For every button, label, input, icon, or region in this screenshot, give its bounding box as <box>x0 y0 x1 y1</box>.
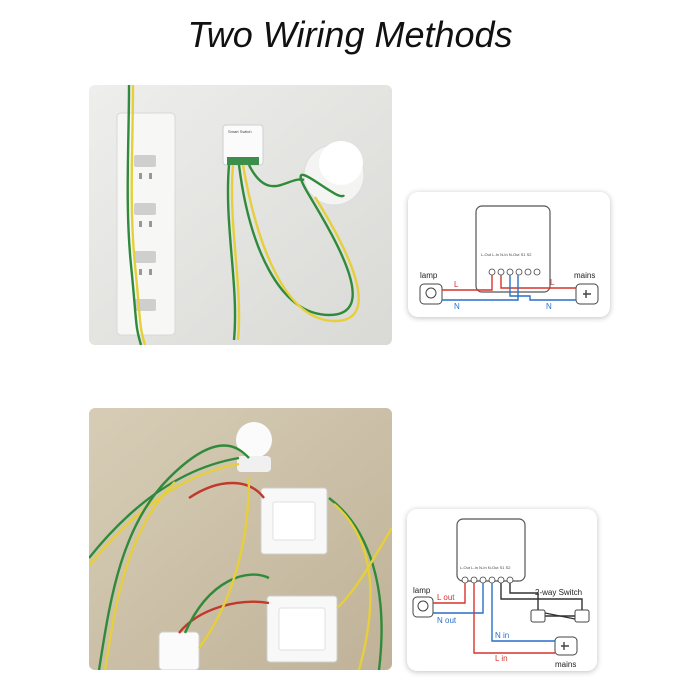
switch-label: 2-way Switch <box>535 588 582 597</box>
label-l-left: L <box>454 280 459 289</box>
lamp-icon <box>412 596 434 618</box>
label-l-in: L in <box>495 654 508 663</box>
label-n-out: N out <box>437 616 457 625</box>
module-outline <box>475 205 551 293</box>
label-n-left: N <box>454 302 460 311</box>
two-way-switch-icon-2 <box>574 609 590 623</box>
mains-label: mains <box>555 660 576 669</box>
wiring-diagram-1: L-Out L-In N-In N-Out S1 S2 lamp mains L… <box>408 192 610 317</box>
module-outline <box>456 518 526 582</box>
mains-label: mains <box>574 271 595 280</box>
lamp-label: lamp <box>420 271 438 280</box>
label-l-out: L out <box>437 593 455 602</box>
lamp-label: lamp <box>413 586 431 595</box>
label-l-right: L <box>550 278 555 287</box>
lamp-icon <box>419 283 443 305</box>
svg-text:L-Out L-In N-In N-Out S1 S2: L-Out L-In N-In N-Out S1 S2 <box>481 252 532 257</box>
label-n-in: N in <box>495 631 509 640</box>
label-n-right: N <box>546 302 552 311</box>
two-way-switch-icon-1 <box>530 609 546 623</box>
svg-text:L-Out L-In N-In N-Out S1 S2: L-Out L-In N-In N-Out S1 S2 <box>460 565 511 570</box>
smart-switch-module <box>158 631 200 670</box>
photo-method-1: Smart Switch <box>89 85 392 345</box>
page-title: Two Wiring Methods <box>187 14 513 55</box>
photo-method-2 <box>89 408 392 670</box>
wiring-diagram-2: L-Out L-In N-In N-Out S1 S2 lamp 2-way S… <box>407 509 597 671</box>
light-bulb <box>236 422 272 458</box>
svg-text:Smart Switch: Smart Switch <box>228 129 252 134</box>
